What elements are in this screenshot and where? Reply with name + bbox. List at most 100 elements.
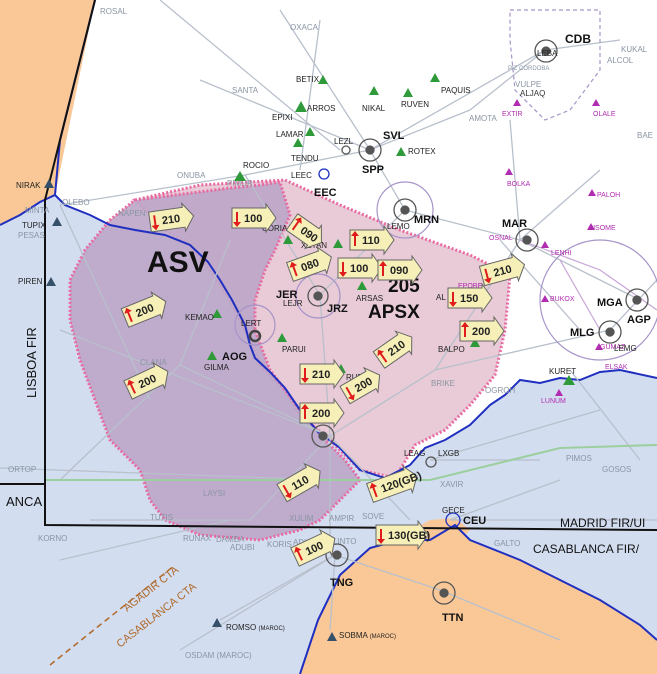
waypoint-label: BALPO xyxy=(438,345,465,354)
airport-code: LEZL xyxy=(334,137,354,146)
casablanca-fir-label: CASABLANCA FIR/ xyxy=(533,542,640,556)
down-arrow-icon xyxy=(151,215,160,231)
waypoint-label: ROCIO xyxy=(243,161,269,170)
sector-jer-label: JER xyxy=(276,289,297,301)
grey-label: CLANA xyxy=(140,358,167,367)
lisboa-fir-label: LISBOA FIR xyxy=(24,327,39,398)
flight-level-value: 210 xyxy=(312,369,330,381)
mga-airport-icon xyxy=(625,288,649,312)
sector-agp-label: AGP xyxy=(627,314,651,326)
flight-level-value: 210 xyxy=(492,263,513,279)
flight-level-arrow: 110 xyxy=(276,462,321,503)
flight-level-arrow: 080 xyxy=(285,245,332,283)
grey-label: XULIM xyxy=(289,514,314,523)
flight-level-value: 130(GB) xyxy=(388,530,431,542)
waypoint-label: KEMAO xyxy=(185,313,214,322)
waypoint-label: CORIA xyxy=(262,224,288,233)
waypoint-label: PALOH xyxy=(597,192,620,199)
sector-ceu-label: CEU xyxy=(463,515,486,527)
fir-boundaries xyxy=(0,0,657,531)
waypoint-label: TENDU xyxy=(291,154,319,163)
up-arrow-icon xyxy=(377,349,388,363)
up-arrow-icon xyxy=(291,217,302,231)
up-arrow-icon xyxy=(461,322,469,337)
waypoint-label: LUNUM xyxy=(541,398,566,405)
sector-asv-label: ASV xyxy=(147,246,209,279)
waypoint-label: ALJAQ xyxy=(520,89,545,98)
grey-label: MINTA xyxy=(25,206,50,215)
grey-label: OGROH xyxy=(485,386,515,395)
waypoint-label: ROTEX xyxy=(408,147,436,156)
sector-mlg-label: MLG xyxy=(570,327,594,339)
airport-code: LEAG xyxy=(404,449,425,458)
grey-label: LAYSI xyxy=(203,489,225,498)
flight-level-arrow: 100 xyxy=(231,202,277,234)
grey-label: PIZ CORDOBA xyxy=(508,66,549,72)
flight-level-value: 150 xyxy=(460,293,478,305)
waypoint-label: GILMA xyxy=(204,363,230,372)
sector-ttn-label: TTN xyxy=(442,612,463,624)
grey-label: KUKAL xyxy=(621,45,648,54)
grey-label: KORIS xyxy=(267,540,292,549)
leag-airport-icon xyxy=(425,456,437,468)
flight-level-arrow: 200 xyxy=(299,397,345,429)
circles xyxy=(234,181,657,361)
waypoint-label: OSNAL xyxy=(489,235,513,242)
grey-label: AMOTA xyxy=(469,114,498,123)
flight-level-arrow: 100 xyxy=(337,252,383,284)
leec-airport-icon xyxy=(318,168,330,180)
anca-label: ANCA xyxy=(6,494,42,509)
dark-waypoints: NIRAK TUPIX PIREN ROMSO (MAROC) SOBMA (M… xyxy=(16,179,396,641)
sector-spp-label: SPP xyxy=(362,164,384,176)
flight-level-value: 080 xyxy=(300,257,321,275)
waypoint-label: USOME xyxy=(590,225,616,232)
waypoint-label: ELSAK xyxy=(605,364,628,371)
airport-code: AL xyxy=(436,293,446,302)
up-arrow-icon xyxy=(369,482,378,498)
flight-level-arrow: 200 xyxy=(459,315,505,347)
sector-labels: ASV 205 APSX AOG JER JRZ EEC CDB MGA AGP… xyxy=(147,32,651,624)
flight-level-value: 200 xyxy=(312,408,330,420)
waypoint-label: KURET xyxy=(549,367,576,376)
grey-label: RUNAX xyxy=(183,534,212,543)
flight-level-value: 090 xyxy=(390,265,408,277)
grey-label: NAPEN xyxy=(118,209,146,218)
grey-label: PIMUR xyxy=(227,179,253,188)
madrid-fir-label: MADRID FIR/UI xyxy=(560,516,645,530)
jrz-airport-icon xyxy=(307,285,329,307)
waypoint-label: EPOBE xyxy=(458,283,482,290)
mar-airport-icon xyxy=(515,228,539,252)
waypoint-label: PAQUIS xyxy=(441,86,471,95)
svl-airport-icon xyxy=(358,138,382,162)
airport-code: LEJR xyxy=(283,299,303,308)
up-arrow-icon xyxy=(301,404,309,419)
grey-label: OXACA xyxy=(290,23,319,32)
cdb-airport-icon xyxy=(534,39,558,63)
airport-code: LERT xyxy=(241,319,261,328)
down-arrow-icon xyxy=(449,292,457,307)
up-arrow-icon xyxy=(379,261,387,276)
sector-eec-label: EEC xyxy=(314,187,337,199)
grey-labels: ROSAL OXACA SANTA ONUBA PIMUR MINTA OLEB… xyxy=(8,7,653,660)
sector-tng-label: TNG xyxy=(330,577,353,589)
grey-label: TUTIS xyxy=(150,513,173,522)
waypoint-label: PARUI xyxy=(282,345,306,354)
grey-label: BRIKE xyxy=(431,379,455,388)
mlg-airport-icon xyxy=(598,320,622,344)
grey-label: OLEBO xyxy=(62,198,90,207)
up-arrow-icon xyxy=(294,546,303,561)
flight-level-value: 200 xyxy=(472,326,490,338)
waypoint-label: LENHI xyxy=(551,250,572,257)
mrn-airport-icon xyxy=(393,198,417,222)
grey-label: PIMOS xyxy=(566,454,592,463)
waypoint-label: BUKOX xyxy=(550,296,575,303)
green-airway xyxy=(45,444,657,481)
lezl-airport-icon xyxy=(341,145,351,155)
up-arrow-icon xyxy=(351,231,359,246)
morocco-land xyxy=(300,525,657,674)
grey-label: GALTO xyxy=(494,539,520,548)
waypoint-label: SOBMA (MAROC) xyxy=(339,631,396,640)
flight-level-arrow: 200 xyxy=(339,366,381,405)
